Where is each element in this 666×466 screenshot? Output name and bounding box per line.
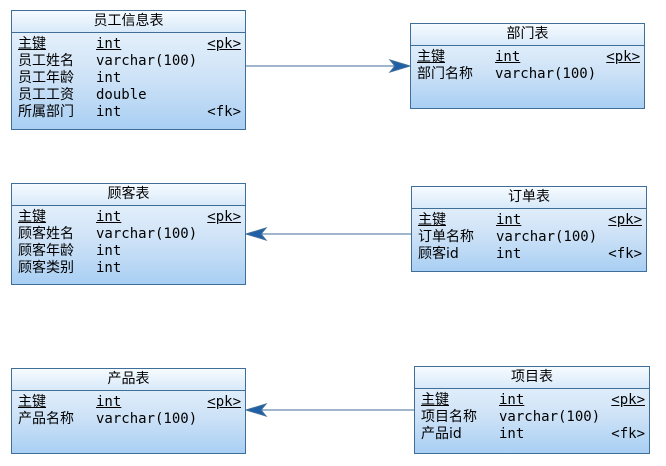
attr-name: 主键: [421, 392, 449, 408]
attr-type: int: [96, 209, 122, 225]
attr-type: varchar(100): [495, 66, 597, 82]
attr-type: double: [96, 87, 147, 103]
attr-type: int: [96, 70, 122, 86]
arrowhead-customer: [244, 227, 268, 241]
attr-type: int: [496, 212, 522, 228]
attr-name: 产品id: [421, 426, 462, 442]
entity-title: 项目表: [415, 367, 649, 389]
attr-type: varchar(100): [496, 229, 598, 245]
entity-product[interactable]: 产品表 主键 int <pk> 产品名称 varchar(100): [11, 368, 246, 454]
attr-row: 订单名称 varchar(100): [412, 229, 646, 246]
attr-name: 顾客年龄: [18, 243, 74, 259]
attr-row: 部门名称 varchar(100): [411, 66, 644, 83]
attr-row: 顾客类别 int: [12, 260, 245, 277]
attr-name: 主键: [18, 209, 46, 225]
entity-customer[interactable]: 顾客表 主键 int <pk> 顾客姓名 varchar(100) 顾客年龄 int 顾…: [11, 183, 246, 285]
attr-name: 所属部门: [18, 104, 74, 120]
attr-row: 项目名称 varchar(100): [415, 409, 649, 426]
arrowhead-department: [388, 59, 412, 73]
attr-name: 顾客姓名: [18, 226, 74, 242]
attr-type: int: [495, 49, 521, 65]
attr-row: 顾客年龄 int: [12, 243, 245, 260]
attr-key: <fk>: [611, 426, 645, 442]
attr-type: int: [96, 36, 122, 52]
attr-name: 员工姓名: [18, 53, 74, 69]
entity-employee[interactable]: 员工信息表 主键 int <pk> 员工姓名 varchar(100) 员工年龄 int…: [11, 10, 246, 130]
attr-key: <pk>: [606, 49, 640, 65]
attr-name: 主键: [18, 36, 46, 52]
arrowhead-product: [244, 403, 268, 417]
attr-row: 主键 int <pk>: [411, 49, 644, 66]
entity-order[interactable]: 订单表 主键 int <pk> 订单名称 varchar(100) 顾客id int <f…: [411, 186, 647, 272]
attr-row: 产品id int <fk>: [415, 426, 649, 443]
attr-row: 员工工资 double: [12, 87, 245, 104]
attr-name: 部门名称: [417, 66, 473, 82]
attr-name: 项目名称: [421, 409, 477, 425]
attr-row: 顾客id int <fk>: [412, 246, 646, 263]
attr-key: <fk>: [608, 246, 642, 262]
attr-type: varchar(100): [96, 411, 198, 427]
attr-row: 顾客姓名 varchar(100): [12, 226, 245, 243]
entity-title: 员工信息表: [12, 11, 245, 33]
attr-row: 产品名称 varchar(100): [12, 411, 245, 428]
attr-type: int: [96, 394, 122, 410]
attr-name: 订单名称: [418, 229, 474, 245]
attr-row: 主键 int <pk>: [12, 209, 245, 226]
attr-type: int: [96, 243, 122, 259]
attr-type: int: [499, 426, 525, 442]
attr-key: <fk>: [207, 104, 241, 120]
attr-row: 主键 int <pk>: [12, 394, 245, 411]
attr-name: 员工工资: [18, 87, 74, 103]
attr-row: 员工姓名 varchar(100): [12, 53, 245, 70]
attr-name: 主键: [18, 394, 46, 410]
attr-name: 产品名称: [18, 411, 74, 427]
attr-type: int: [96, 260, 122, 276]
attr-row: 所属部门 int <fk>: [12, 104, 245, 121]
attr-key: <pk>: [608, 212, 642, 228]
attr-name: 主键: [417, 49, 445, 65]
entity-title: 产品表: [12, 369, 245, 391]
attr-type: int: [496, 246, 522, 262]
attr-key: <pk>: [611, 392, 645, 408]
attr-name: 顾客id: [418, 246, 459, 262]
attr-row: 员工年龄 int: [12, 70, 245, 87]
attr-type: varchar(100): [96, 226, 198, 242]
attr-key: <pk>: [207, 209, 241, 225]
attr-type: int: [96, 104, 122, 120]
entity-title: 订单表: [412, 187, 646, 209]
attr-name: 顾客类别: [18, 260, 74, 276]
attr-row: 主键 int <pk>: [415, 392, 649, 409]
attr-type: varchar(100): [96, 53, 198, 69]
entity-title: 部门表: [411, 24, 644, 46]
attr-type: varchar(100): [499, 409, 601, 425]
entity-project[interactable]: 项目表 主键 int <pk> 项目名称 varchar(100) 产品id int <f…: [414, 366, 650, 454]
attr-key: <pk>: [207, 394, 241, 410]
attr-key: <pk>: [207, 36, 241, 52]
entity-department[interactable]: 部门表 主键 int <pk> 部门名称 varchar(100): [410, 23, 645, 109]
attr-type: int: [499, 392, 525, 408]
entity-title: 顾客表: [12, 184, 245, 206]
attr-row: 主键 int <pk>: [412, 212, 646, 229]
attr-name: 员工年龄: [18, 70, 74, 86]
attr-name: 主键: [418, 212, 446, 228]
attr-row: 主键 int <pk>: [12, 36, 245, 53]
